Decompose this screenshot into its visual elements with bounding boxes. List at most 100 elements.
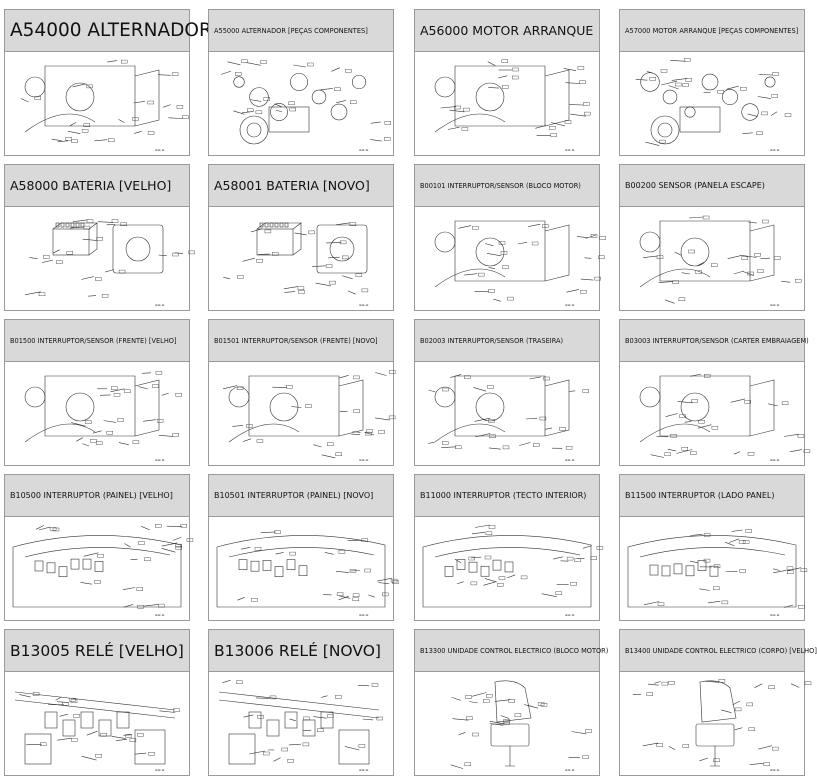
battery-diagram[interactable]: ▬▬ ▬ <box>209 207 393 310</box>
catalog-card[interactable]: A57000 MOTOR ARRANQUE [PEÇAS COMPONENTES… <box>619 9 805 156</box>
card-title: B11000 INTERRUPTOR (TECTO INTERIOR) <box>420 491 587 500</box>
card-title: B01500 INTERRUPTOR/SENSOR (FRENTE) [VELH… <box>10 336 177 345</box>
svg-text:▬▬ ▬: ▬▬ ▬ <box>770 458 780 462</box>
card-title: B11500 INTERRUPTOR (LADO PANEL) <box>625 491 775 500</box>
svg-text:▬▬ ▬: ▬▬ ▬ <box>155 768 165 772</box>
catalog-card[interactable]: B11000 INTERRUPTOR (TECTO INTERIOR) ▬▬ ▬ <box>414 474 604 621</box>
catalog-card[interactable]: B00200 SENSOR (PANELA ESCAPE) ▬▬ ▬ <box>619 164 805 311</box>
front-sensor-diagram[interactable]: ▬▬ ▬ <box>209 362 396 465</box>
catalog-card[interactable]: A56000 MOTOR ARRANQUE ▬▬ ▬ <box>414 9 600 156</box>
catalog-card[interactable]: B10500 INTERRUPTOR (PAINEL) [VELHO] ▬▬ ▬ <box>4 474 194 621</box>
svg-text:▬▬ ▬: ▬▬ ▬ <box>155 303 165 307</box>
card-header: B13300 UNIDADE CONTROL ELECTRICO (BLOCO … <box>415 630 608 672</box>
svg-text:▬▬ ▬: ▬▬ ▬ <box>155 613 165 617</box>
relay-diagram[interactable]: ▬▬ ▬ <box>209 672 393 775</box>
catalog-card[interactable]: B00101 INTERRUPTOR/SENSOR (BLOCO MOTOR) ▬… <box>414 164 607 311</box>
svg-text:▬▬ ▬: ▬▬ ▬ <box>155 148 165 152</box>
rear-sensor-diagram[interactable]: ▬▬ ▬ <box>415 362 599 465</box>
card-header: B03003 INTERRUPTOR/SENSOR (CARTER EMBRAI… <box>620 320 809 362</box>
card-header: A58000 BATERIA [VELHO] <box>5 165 189 207</box>
card-header: B13400 UNIDADE CONTROL ELECTRICO (CORPO)… <box>620 630 817 672</box>
ecu-engine-diagram[interactable]: ▬▬ ▬ <box>415 672 599 775</box>
card-title: A57000 MOTOR ARRANQUE [PEÇAS COMPONENTES… <box>625 26 799 35</box>
svg-text:▬▬ ▬: ▬▬ ▬ <box>565 458 575 462</box>
card-header: B00200 SENSOR (PANELA ESCAPE) <box>620 165 804 207</box>
exhaust-sensor-diagram[interactable]: ▬▬ ▬ <box>620 207 804 310</box>
card-header: B10500 INTERRUPTOR (PAINEL) [VELHO] <box>5 475 189 517</box>
battery-diagram[interactable]: ▬▬ ▬ <box>5 207 195 310</box>
ecu-body-diagram[interactable]: ▬▬ ▬ <box>620 672 812 775</box>
clutch-housing-sensor-diagram[interactable]: ▬▬ ▬ <box>620 362 811 465</box>
svg-text:▬▬ ▬: ▬▬ ▬ <box>565 303 575 307</box>
svg-text:▬▬ ▬: ▬▬ ▬ <box>155 458 165 462</box>
card-header: A54000 ALTERNADOR <box>5 10 212 52</box>
card-header: B01500 INTERRUPTOR/SENSOR (FRENTE) [VELH… <box>5 320 189 362</box>
catalog-card[interactable]: B01500 INTERRUPTOR/SENSOR (FRENTE) [VELH… <box>4 319 190 466</box>
card-title: B13400 UNIDADE CONTROL ELECTRICO (CORPO)… <box>625 646 817 655</box>
relay-diagram[interactable]: ▬▬ ▬ <box>5 672 189 775</box>
svg-text:▬▬ ▬: ▬▬ ▬ <box>565 768 575 772</box>
card-header: B11500 INTERRUPTOR (LADO PANEL) <box>620 475 804 517</box>
card-title: B02003 INTERRUPTOR/SENSOR (TRASEIRA) <box>420 336 564 345</box>
catalog-card[interactable]: A58000 BATERIA [VELHO] ▬▬ ▬ <box>4 164 195 311</box>
catalog-card[interactable]: B13400 UNIDADE CONTROL ELECTRICO (CORPO)… <box>619 629 817 776</box>
side-panel-switch-diagram[interactable]: ▬▬ ▬ <box>620 517 808 620</box>
card-title: B10501 INTERRUPTOR (PAINEL) [NOVO] <box>214 491 374 500</box>
svg-text:▬▬ ▬: ▬▬ ▬ <box>565 148 575 152</box>
catalog-card[interactable]: B02003 INTERRUPTOR/SENSOR (TRASEIRA) ▬▬ ▬ <box>414 319 600 466</box>
catalog-card[interactable]: A55000 ALTERNADOR [PEÇAS COMPONENTES] ▬▬ … <box>208 9 394 156</box>
svg-text:▬▬ ▬: ▬▬ ▬ <box>770 303 780 307</box>
card-header: B10501 INTERRUPTOR (PAINEL) [NOVO] <box>209 475 393 517</box>
alternator-engine-diagram[interactable]: ▬▬ ▬ <box>5 52 189 155</box>
svg-text:▬▬ ▬: ▬▬ ▬ <box>359 613 369 617</box>
card-title: B13006 RELÉ [NOVO] <box>214 641 381 660</box>
card-header: A57000 MOTOR ARRANQUE [PEÇAS COMPONENTES… <box>620 10 804 52</box>
catalog-card[interactable]: A54000 ALTERNADOR ▬▬ ▬ <box>4 9 212 156</box>
roof-switch-diagram[interactable]: ▬▬ ▬ <box>415 517 604 620</box>
panel-switch-diagram[interactable]: ▬▬ ▬ <box>5 517 194 620</box>
svg-text:▬▬ ▬: ▬▬ ▬ <box>770 768 780 772</box>
card-title: B10500 INTERRUPTOR (PAINEL) [VELHO] <box>10 491 173 500</box>
svg-text:▬▬ ▬: ▬▬ ▬ <box>359 148 369 152</box>
card-title: A55000 ALTERNADOR [PEÇAS COMPONENTES] <box>214 26 368 35</box>
starter-exploded-diagram[interactable]: ▬▬ ▬ <box>620 52 804 155</box>
svg-text:▬▬ ▬: ▬▬ ▬ <box>359 303 369 307</box>
card-header: B01501 INTERRUPTOR/SENSOR (FRENTE) [NOVO… <box>209 320 393 362</box>
panel-switch-diagram[interactable]: ▬▬ ▬ <box>209 517 399 620</box>
catalog-card[interactable]: B01501 INTERRUPTOR/SENSOR (FRENTE) [NOVO… <box>208 319 396 466</box>
svg-text:▬▬ ▬: ▬▬ ▬ <box>359 768 369 772</box>
card-title: A58001 BATERIA [NOVO] <box>214 178 370 193</box>
catalog-card[interactable]: A58001 BATERIA [NOVO] ▬▬ ▬ <box>208 164 394 311</box>
card-title: B00200 SENSOR (PANELA ESCAPE) <box>625 181 765 190</box>
card-header: B13005 RELÉ [VELHO] <box>5 630 189 672</box>
card-header: A58001 BATERIA [NOVO] <box>209 165 393 207</box>
card-title: B13005 RELÉ [VELHO] <box>10 641 184 660</box>
card-header: B02003 INTERRUPTOR/SENSOR (TRASEIRA) <box>415 320 599 362</box>
card-header: B13006 RELÉ [NOVO] <box>209 630 393 672</box>
svg-text:▬▬ ▬: ▬▬ ▬ <box>565 613 575 617</box>
card-header: A56000 MOTOR ARRANQUE <box>415 10 599 52</box>
card-title: B03003 INTERRUPTOR/SENSOR (CARTER EMBRAI… <box>625 336 809 345</box>
card-title: A58000 BATERIA [VELHO] <box>10 178 172 193</box>
svg-text:▬▬ ▬: ▬▬ ▬ <box>359 458 369 462</box>
card-header: A55000 ALTERNADOR [PEÇAS COMPONENTES] <box>209 10 393 52</box>
card-title: A56000 MOTOR ARRANQUE <box>420 23 594 38</box>
catalog-card[interactable]: B10501 INTERRUPTOR (PAINEL) [NOVO] ▬▬ ▬ <box>208 474 399 621</box>
catalog-card[interactable]: B11500 INTERRUPTOR (LADO PANEL) ▬▬ ▬ <box>619 474 808 621</box>
catalog-card[interactable]: B03003 INTERRUPTOR/SENSOR (CARTER EMBRAI… <box>619 319 811 466</box>
catalog-card[interactable]: B13300 UNIDADE CONTROL ELECTRICO (BLOCO … <box>414 629 608 776</box>
card-header: B11000 INTERRUPTOR (TECTO INTERIOR) <box>415 475 599 517</box>
card-title: B00101 INTERRUPTOR/SENSOR (BLOCO MOTOR) <box>420 181 581 190</box>
catalog-card[interactable]: B13005 RELÉ [VELHO] ▬▬ ▬ <box>4 629 190 776</box>
card-header: B00101 INTERRUPTOR/SENSOR (BLOCO MOTOR) <box>415 165 599 207</box>
card-title: B13300 UNIDADE CONTROL ELECTRICO (BLOCO … <box>420 646 609 655</box>
front-sensor-diagram[interactable]: ▬▬ ▬ <box>5 362 189 465</box>
starter-motor-diagram[interactable]: ▬▬ ▬ <box>415 52 599 155</box>
card-title: B01501 INTERRUPTOR/SENSOR (FRENTE) [NOVO… <box>214 336 378 345</box>
alternator-exploded-diagram[interactable]: ▬▬ ▬ <box>209 52 393 155</box>
engine-block-sensor-diagram[interactable]: ▬▬ ▬ <box>415 207 607 310</box>
svg-text:▬▬ ▬: ▬▬ ▬ <box>770 613 780 617</box>
svg-text:▬▬ ▬: ▬▬ ▬ <box>770 148 780 152</box>
catalog-card[interactable]: B13006 RELÉ [NOVO] ▬▬ ▬ <box>208 629 394 776</box>
